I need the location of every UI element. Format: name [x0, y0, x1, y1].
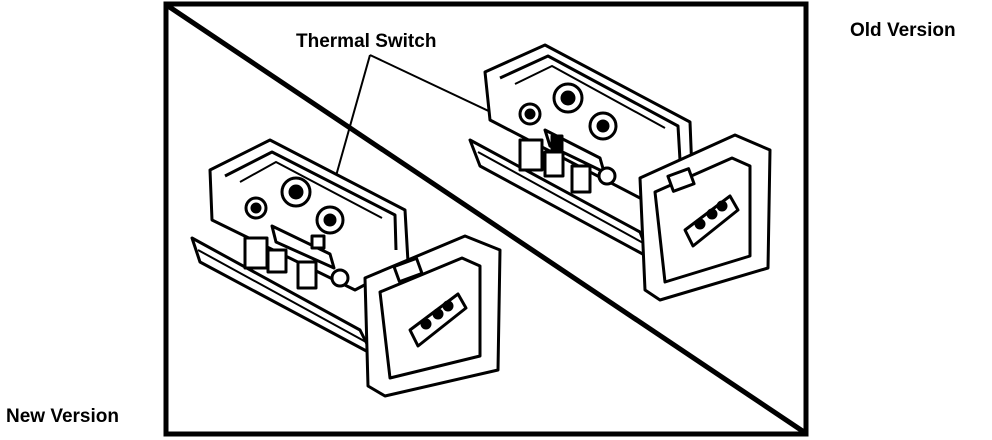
diagonal-divider [166, 3, 806, 435]
new-version-label: New Version [6, 406, 119, 427]
old-version-label: Old Version [850, 20, 956, 41]
old-version-breaker [468, 43, 772, 302]
new-version-breaker [190, 138, 502, 398]
diagram-frame [163, 1, 809, 437]
thermal-switch-callout: Thermal Switch [296, 31, 437, 52]
